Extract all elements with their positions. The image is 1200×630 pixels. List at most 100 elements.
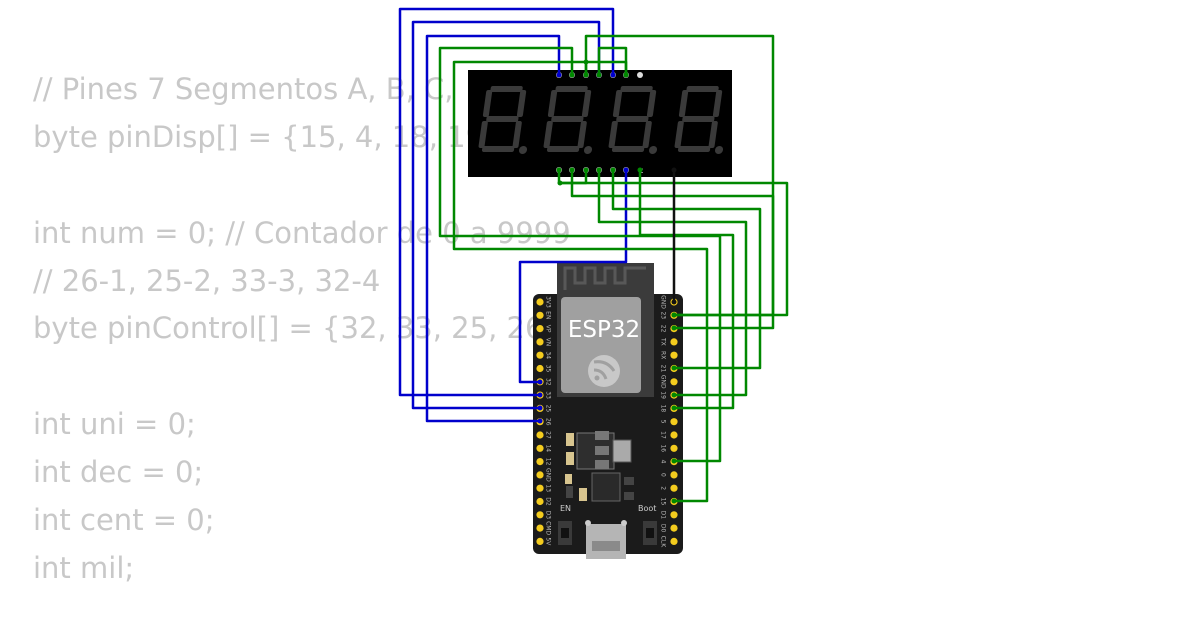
wire-endpoint xyxy=(671,498,677,504)
pin-label-right: 0 xyxy=(660,473,667,477)
pin-label-left: 27 xyxy=(545,431,552,439)
pin-right xyxy=(670,418,678,426)
wire-endpoint xyxy=(671,405,677,411)
pin-left xyxy=(536,471,544,479)
pin-label-right: 21 xyxy=(660,365,667,373)
decimal-point xyxy=(648,146,658,154)
digit xyxy=(674,86,724,154)
esp32-module xyxy=(561,297,641,393)
pin-label-right: 23 xyxy=(660,311,667,319)
board-components xyxy=(565,431,634,502)
wire-endpoint xyxy=(596,72,602,78)
segment xyxy=(677,146,711,152)
segment xyxy=(612,90,623,117)
wire-endpoint xyxy=(671,299,677,305)
code-line: int dec = 0; xyxy=(33,455,204,490)
wire-endpoint xyxy=(537,379,543,385)
wire-endpoint xyxy=(671,458,677,464)
wire-segment xyxy=(611,170,762,370)
pin-label-right: RX xyxy=(660,351,667,359)
wire-endpoint xyxy=(610,167,616,173)
pin-label-right: 17 xyxy=(660,431,667,439)
wire-segment xyxy=(638,170,735,410)
segment xyxy=(481,146,515,152)
wire-segment xyxy=(557,170,789,317)
pin-label-left: D2 xyxy=(545,497,552,506)
pin-left xyxy=(536,364,544,373)
segment xyxy=(555,86,588,92)
boot-button[interactable] xyxy=(643,521,657,545)
segment xyxy=(686,86,719,92)
segment xyxy=(546,146,580,152)
pin-left xyxy=(536,298,544,306)
pin-left xyxy=(536,351,544,359)
segment xyxy=(682,116,715,122)
digit xyxy=(543,86,593,154)
pin-label-right: D0 xyxy=(660,524,667,533)
wire-endpoint xyxy=(569,72,575,78)
pin-left xyxy=(536,431,544,439)
pin-label-right: 15 xyxy=(660,498,667,506)
pin-label-left: GND xyxy=(545,468,552,482)
pin-label-right: D1 xyxy=(660,511,667,520)
pin-right xyxy=(670,444,678,452)
wire-endpoint xyxy=(671,312,677,318)
pin-label-left: 3V3 xyxy=(545,296,552,308)
pin-left xyxy=(536,458,544,466)
seven-segment-display[interactable]: c xyxy=(468,70,732,177)
wire-segment xyxy=(438,46,722,463)
pin-left xyxy=(536,311,544,319)
pin-label-left: D3 xyxy=(545,511,552,520)
pin-label-left: 14 xyxy=(545,444,552,452)
decimal-point xyxy=(714,146,724,154)
segment xyxy=(551,116,584,122)
en-button[interactable] xyxy=(558,521,572,545)
decimal-point xyxy=(518,146,528,154)
pin-label-left: VN xyxy=(545,338,552,347)
segment xyxy=(482,90,493,117)
pin-left xyxy=(536,444,544,452)
wire-segment xyxy=(452,60,709,503)
display-digits xyxy=(478,86,724,154)
pin-right xyxy=(670,338,678,346)
wire-endpoint xyxy=(569,167,575,173)
code-line: int cent = 0; xyxy=(33,503,215,538)
wire-endpoint xyxy=(671,392,677,398)
wire-segment xyxy=(570,170,775,330)
segment xyxy=(611,146,645,152)
segment xyxy=(646,90,657,117)
segment xyxy=(616,116,649,122)
pin-right xyxy=(670,351,678,359)
code-line: int mil; xyxy=(33,550,135,585)
pin-right xyxy=(670,484,678,492)
pin-label-right: 2 xyxy=(660,486,667,490)
pin-right xyxy=(670,471,678,479)
display-pin-top xyxy=(637,72,643,78)
esp32-board[interactable]: ESP32 EN xyxy=(533,263,683,559)
pin-label-left: VP xyxy=(545,325,552,333)
wire-endpoint xyxy=(537,418,543,424)
pin-right xyxy=(670,431,678,439)
pin-label-left: 12 xyxy=(545,458,552,466)
pin-left xyxy=(536,524,544,532)
pin-left xyxy=(536,325,544,333)
segment xyxy=(516,90,527,117)
pin-label-right: 5 xyxy=(660,420,667,424)
wire-endpoint xyxy=(671,365,677,371)
wire-segment xyxy=(597,170,748,397)
segment xyxy=(620,86,653,92)
pin-label-left: 32 xyxy=(545,378,552,386)
wire-endpoint xyxy=(583,59,589,65)
wires xyxy=(398,7,789,504)
pin-label-left: 26 xyxy=(545,418,552,426)
pin-label-left: 33 xyxy=(545,391,552,399)
wire-digit-control xyxy=(398,7,615,397)
wire-digit-control xyxy=(518,170,628,384)
pin-label-left: 34 xyxy=(545,351,552,359)
en-label: EN xyxy=(560,504,571,513)
segment xyxy=(543,121,553,148)
espressif-logo-icon xyxy=(588,355,620,387)
code-line: // 26-1, 25-2, 33-3, 32-4 xyxy=(33,263,381,298)
usb-connector xyxy=(585,520,627,559)
boot-label: Boot xyxy=(638,504,656,513)
